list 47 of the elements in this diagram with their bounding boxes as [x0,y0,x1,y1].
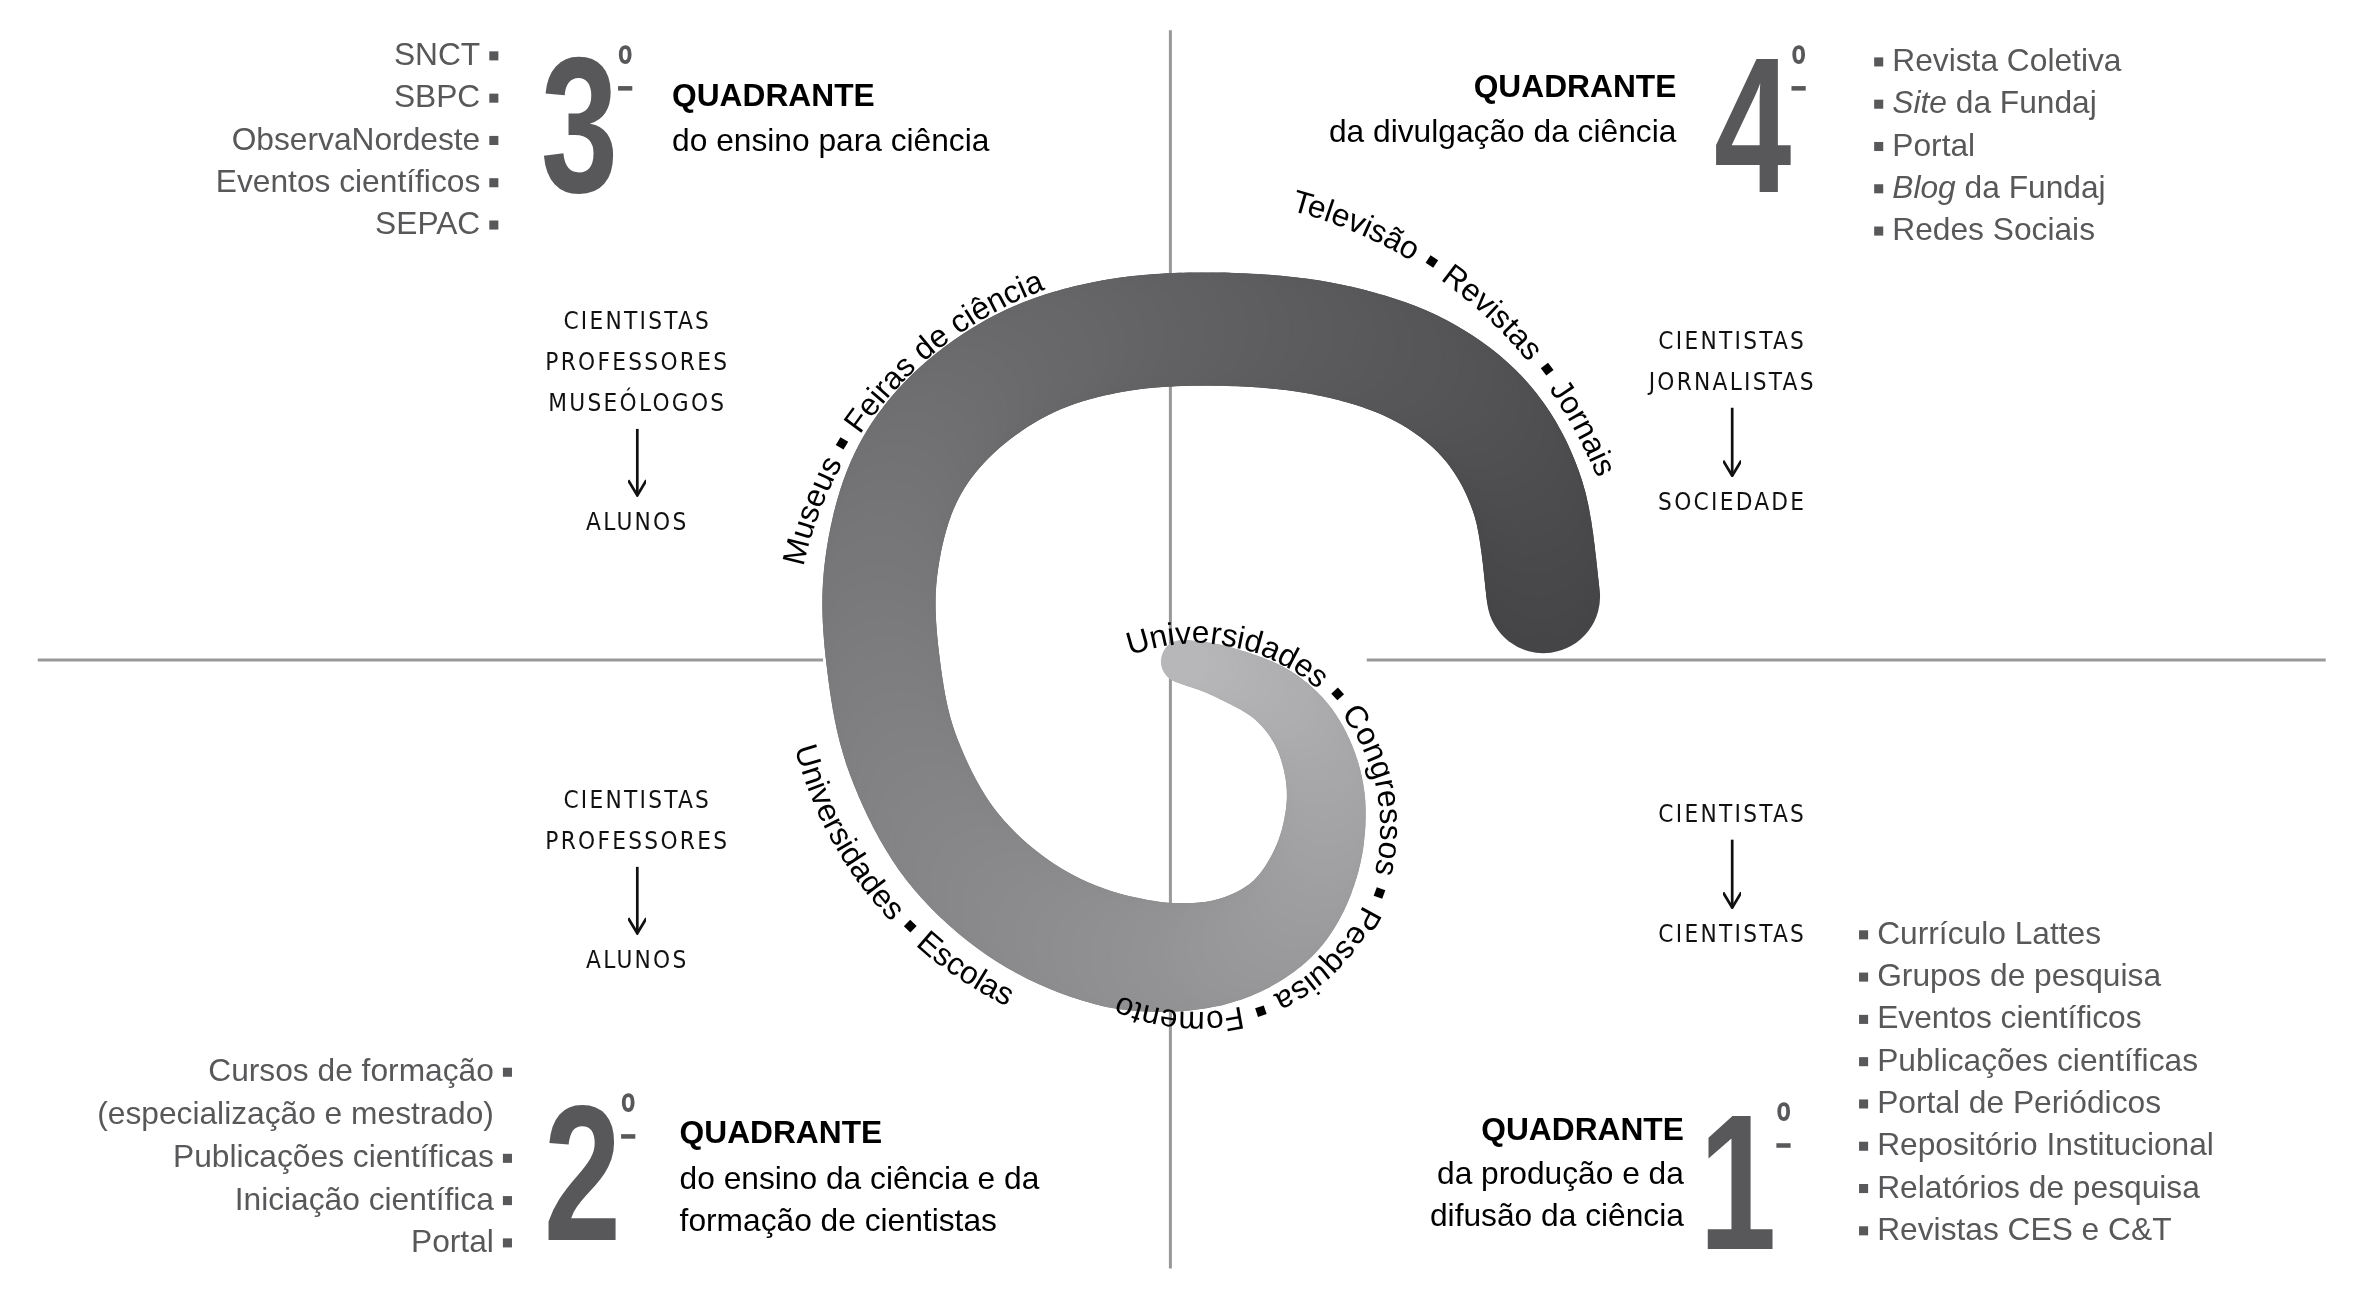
role-label: ALUNOS [531,501,743,543]
role-label: CIENTISTAS PROFESSORES MUSEÓLOGOS [531,300,743,423]
quadrant-subtitle: da produção e da difusão da ciência [1428,1154,1684,1235]
list-item: ObservaNordeste [231,119,481,158]
quadrant-heading: QUADRANTE [679,1113,883,1152]
quadrant-heading: QUADRANTE [672,76,875,115]
role-label: CIENTISTAS [1626,913,1838,955]
list-item: Revista Coletiva [1892,41,2122,79]
role-label: ALUNOS [531,939,743,981]
quadrant-subtitle: do ensino para ciência [672,121,990,160]
list-item: Redes Sociais [1892,210,2095,249]
list-item: Cursos de formação (especialização e mestrado) [96,1051,494,1133]
quadrant-number: 2$^{º}$ [543,1090,636,1257]
list-item: SBPC [393,77,481,116]
quadrant-heading: QUADRANTE [1473,66,1677,106]
list-item: Site da Fundaj [1892,83,2097,122]
list-item: Currículo Lattes [1877,914,2102,952]
arrow [1721,839,1743,909]
arrow [626,428,648,497]
quadrant-subtitle: da divulgação da ciência [1329,112,1677,151]
arrow [626,866,648,935]
role-label: SOCIEDADE [1626,481,1838,523]
list-item: Repositório Institucional [1877,1125,2214,1164]
list-item: Blog da Fundaj [1892,168,2106,207]
list-item: SNCT [393,35,481,73]
quadrant-number: 1$^{º}$ [1699,1099,1791,1266]
list-item: Eventos científicos [1877,998,2142,1037]
quadrant-number: 3$^{º}$ [540,42,633,209]
list-item: Portal de Periódicos [1877,1083,2161,1122]
quadrant-number: 4$^{º}$ [1714,42,1806,209]
list-item: Portal [411,1222,494,1260]
role-label: CIENTISTAS PROFESSORES [531,779,743,861]
quadrant-subtitle: do ensino da ciência e da formação de cientistas [679,1158,1041,1240]
list-item: Iniciação científica [234,1180,494,1219]
role-label: CIENTISTAS [1626,792,1838,834]
list-item: Publicações científicas [1877,1041,2199,1080]
role-label: CIENTISTAS JORNALISTAS [1626,320,1838,402]
list-item: Publicações científicas [173,1137,494,1176]
list-item: Grupos de pesquisa [1877,956,2162,995]
curved-label: Fomento [1108,988,1247,1041]
list-item: Relatórios de pesquisa [1877,1167,2200,1207]
list-item: SEPAC [375,204,481,243]
list-item: Eventos científicos [215,162,481,200]
quadrant-heading: QUADRANTE [1481,1110,1684,1149]
list-item: Revistas CES e C&T [1877,1210,2172,1248]
arrow [1721,407,1743,478]
list-item: Portal [1892,125,1976,164]
